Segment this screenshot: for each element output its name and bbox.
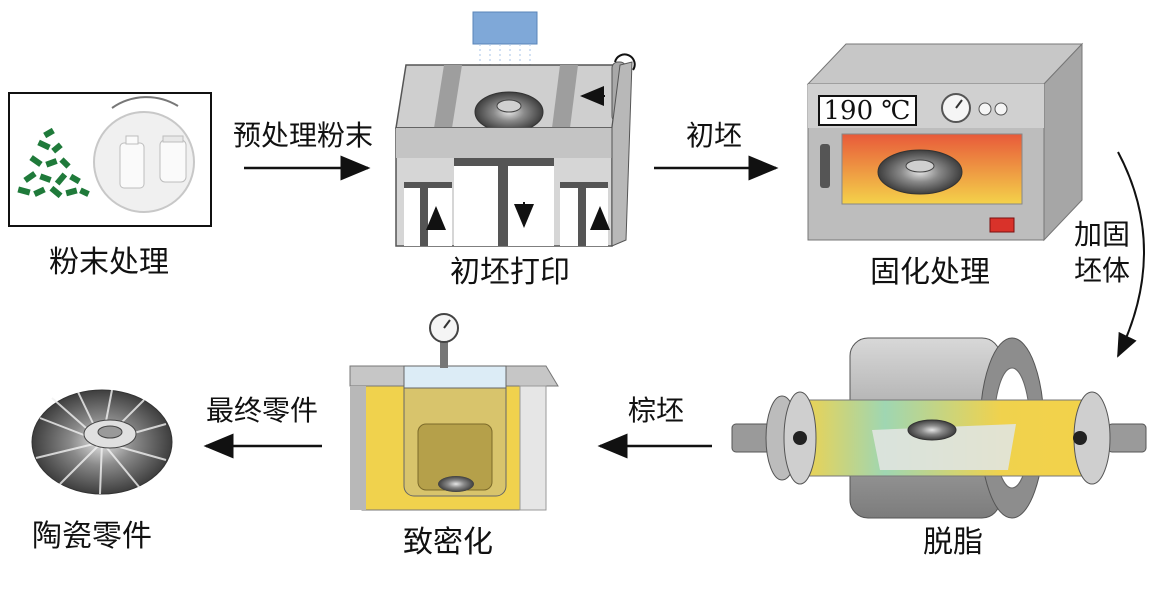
step-label-densify: 致密化 — [403, 525, 493, 560]
densification-illustration — [349, 313, 559, 511]
furnace-illustration — [731, 337, 1147, 519]
step-label-print: 初坯打印 — [450, 255, 570, 290]
step-label-ceramic: 陶瓷零件 — [32, 519, 152, 554]
green-powder-icon — [16, 123, 90, 199]
arrow-label-brown: 棕坯 — [628, 394, 684, 427]
step-label-debind: 脱脂 — [923, 525, 983, 560]
arrow-label-pretreat: 预处理粉末 — [233, 119, 373, 152]
printer-illustration — [395, 11, 636, 247]
arrow-label-green: 初坯 — [686, 119, 742, 152]
flow-arrow-reinforce — [1117, 151, 1145, 358]
step-label-powder: 粉末处理 — [49, 245, 169, 280]
step-label-cure: 固化处理 — [870, 255, 990, 290]
arrow-label-reinforce-1: 加固 — [1074, 218, 1130, 251]
arrow-label-final: 最终零件 — [206, 394, 318, 427]
oven-illustration — [806, 42, 1084, 242]
bottles-icon — [93, 96, 195, 213]
oven-temperature: 190 ℃ — [824, 96, 911, 126]
powder-processing-panel — [8, 92, 212, 227]
arrow-label-reinforce-2: 坯体 — [1074, 254, 1130, 287]
ceramic-impeller-icon — [31, 389, 173, 495]
